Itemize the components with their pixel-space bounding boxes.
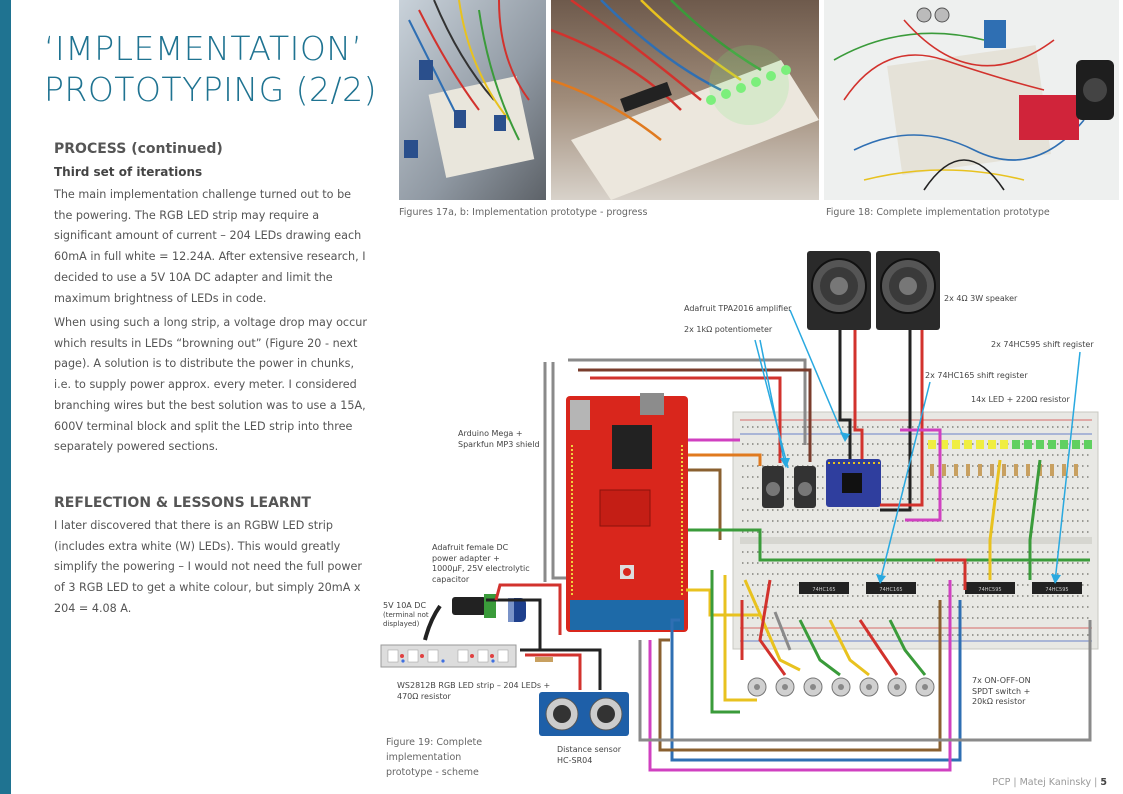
photo-prototype-progress-b	[551, 0, 819, 200]
process-paragraph-1: The main implementation challenge turned…	[54, 188, 366, 305]
chip-label-165a: 74HC165	[812, 587, 835, 593]
caption-figure-18: Figure 18: Complete implementation proto…	[826, 207, 1050, 218]
photo-prototype-progress-a	[399, 0, 546, 200]
label-distance-sensor: Distance sensor HC-SR04	[557, 745, 622, 765]
shift-register-chips: 74HC165 74HC165 74HC595 74HC595	[799, 582, 1082, 594]
label-amplifier: Adafruit TPA2016 amplifier	[684, 304, 792, 313]
chip-label-595b: 74HC595	[1045, 587, 1068, 593]
chip-label-595a: 74HC595	[978, 587, 1001, 593]
photo-complete-prototype	[824, 0, 1119, 200]
caption-figure-19: Figure 19: Complete implementation proto…	[386, 737, 483, 778]
reflection-paragraph: I later discovered that there is an RGBW…	[54, 519, 362, 615]
led-strip	[380, 644, 553, 668]
label-led: 14x LED + 220Ω resistor	[971, 395, 1070, 404]
label-shift165: 2x 74HC165 shift register	[925, 371, 1028, 380]
spdt-switches	[747, 677, 935, 697]
footer-text: PCP | Matej Kaninsky |	[992, 777, 1098, 788]
page-footer: PCP | Matej Kaninsky | 5	[992, 777, 1107, 788]
amplifier-board	[826, 459, 881, 507]
process-paragraph-2: When using such a long strip, a voltage …	[54, 316, 367, 454]
label-shift595: 2x 74HC595 shift register	[991, 340, 1094, 349]
arduino-mega	[566, 393, 688, 632]
label-psu: 5V 10A DC (terminal not displayed)	[383, 601, 429, 628]
distance-sensor	[539, 692, 629, 736]
page-title-line2: PROTOTYPING (2/2)	[44, 70, 377, 109]
label-potentiometer: 2x 1kΩ potentiometer	[684, 325, 773, 334]
breadboard	[732, 411, 1099, 650]
page-title-line1: ‘IMPLEMENTATION’	[44, 29, 363, 68]
label-switches: 7x ON-OFF-ON SPDT switch + 20kΩ resistor	[972, 676, 1031, 706]
wires	[486, 330, 1092, 772]
reflection-heading: REFLECTION & LESSONS LEARNT	[54, 495, 311, 511]
chip-label-165b: 74HC165	[879, 587, 902, 593]
speaker-right	[876, 251, 940, 330]
process-subheading: Third set of iterations	[54, 165, 203, 179]
caption-figure-17: Figures 17a, b: Implementation prototype…	[399, 207, 648, 218]
page-title: ‘IMPLEMENTATION’ PROTOTYPING (2/2)	[44, 28, 384, 110]
speaker-left	[807, 251, 871, 330]
label-arduino: Arduino Mega + Sparkfun MP3 shield	[458, 429, 540, 449]
callout-arrows	[754, 309, 1081, 583]
accent-bar	[0, 0, 11, 794]
potentiometers	[762, 466, 816, 508]
callout-arrowheads	[780, 432, 1061, 584]
label-speaker: 2x 4Ω 3W speaker	[944, 294, 1018, 303]
page-number: 5	[1100, 777, 1107, 788]
process-heading: PROCESS (continued)	[54, 141, 223, 157]
label-dc-jack: Adafruit female DC power adapter + 1000μ…	[432, 543, 530, 584]
label-led-strip: WS2812B RGB LED strip – 204 LEDs + 470Ω …	[397, 681, 551, 701]
